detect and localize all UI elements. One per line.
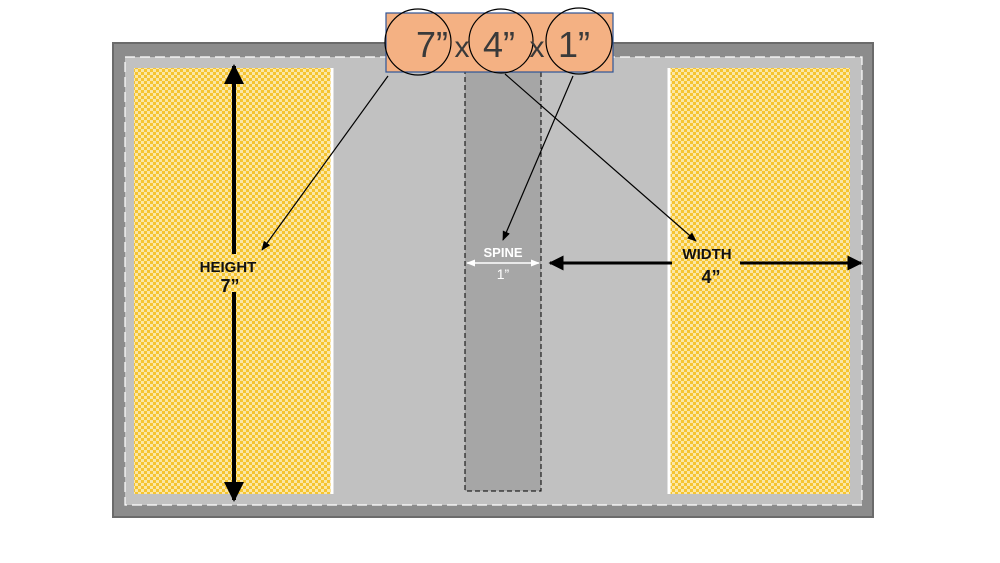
width-value: 4” [701, 267, 720, 287]
spine-value-bg [490, 264, 516, 282]
spine-value: 1” [497, 266, 510, 282]
spine-circle [545, 7, 613, 75]
height-label-bg [192, 254, 272, 292]
leader-height [261, 75, 389, 251]
height-value: 7” [220, 276, 239, 296]
leader-width [504, 73, 697, 242]
title-x-1: x [455, 31, 470, 64]
height-circle [384, 8, 452, 76]
title-spine: 1” [558, 24, 590, 65]
width-label: WIDTH [682, 246, 731, 263]
title-x-2: x [530, 31, 545, 64]
width-circle [468, 8, 534, 74]
height-label: HEIGHT [200, 259, 257, 276]
title-width: 4” [483, 24, 515, 65]
dimension-title-box [385, 12, 614, 73]
title-height: 7” [416, 24, 448, 65]
spine-label: SPINE [483, 245, 522, 260]
width-label-bg [672, 243, 740, 287]
leader-spine [502, 75, 574, 241]
